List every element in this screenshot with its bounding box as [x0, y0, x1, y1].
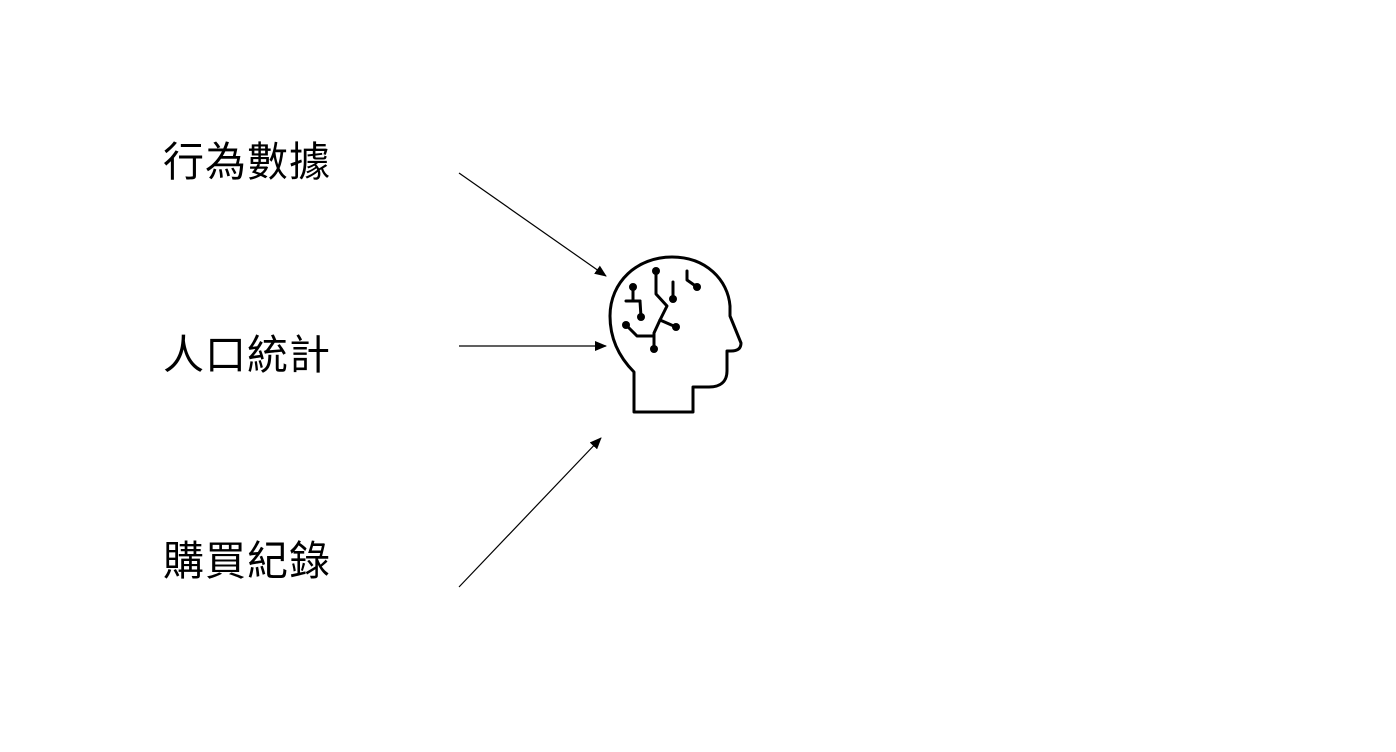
input-label-purchase-history: 購買紀錄: [163, 537, 331, 585]
input-label-demographics: 人口統計: [163, 331, 331, 379]
arrow-purchase-to-brain: [458, 437, 602, 588]
arrow-behavior-to-brain: [458, 172, 607, 277]
input-label-behavior-data: 行為數據: [163, 138, 331, 186]
circuit-nodes: [622, 267, 701, 353]
ai-brain-head-icon: [608, 255, 743, 414]
